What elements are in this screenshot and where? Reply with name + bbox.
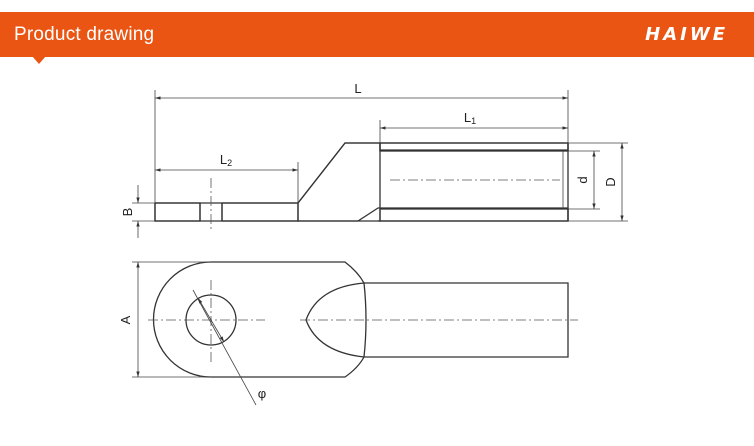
brand-logo: HAIWE xyxy=(645,24,728,45)
label-d: d xyxy=(575,176,590,183)
label-L2: L2 xyxy=(220,152,232,168)
product-drawing: L L1 L2 B d D xyxy=(0,57,754,441)
dim-phi-leader xyxy=(192,289,257,406)
palm-section-right xyxy=(221,202,299,222)
label-L: L xyxy=(354,81,361,96)
top-view: A φ xyxy=(118,261,578,406)
ramp-section xyxy=(297,142,381,222)
label-L1: L1 xyxy=(464,110,476,126)
section-title: Product drawing xyxy=(14,24,155,45)
drawing-svg: L L1 L2 B d D xyxy=(118,81,628,406)
palm-section-left xyxy=(154,202,201,222)
barrel-bottom-wall xyxy=(379,208,569,222)
dim-phi xyxy=(197,297,225,343)
barrel-inner-curve xyxy=(363,282,367,358)
label-A: A xyxy=(118,315,133,324)
label-B: B xyxy=(120,208,135,217)
header-bar xyxy=(0,12,754,57)
label-D: D xyxy=(603,177,618,186)
side-view: L L1 L2 B d D xyxy=(120,81,628,238)
label-phi: φ xyxy=(258,386,266,401)
section-header: Product drawing HAIWE xyxy=(0,0,754,64)
header-notch xyxy=(32,56,46,64)
lug-outline xyxy=(152,261,569,378)
